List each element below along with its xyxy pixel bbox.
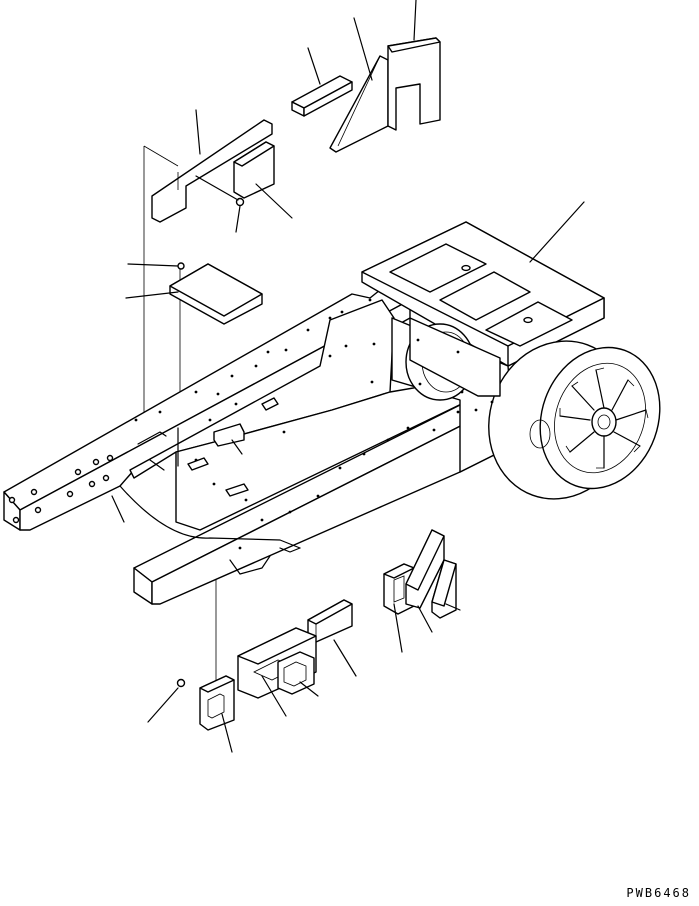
- drawing-code-label: PWB6468: [626, 886, 691, 900]
- leader-line-letter-1: [393, 603, 403, 653]
- leader-line-long-plate: [195, 109, 201, 155]
- leader-line-letter-2: [417, 605, 433, 633]
- leader-line-bolt-connect: [195, 175, 239, 201]
- bottom-block-weight: [277, 651, 315, 695]
- bolt-bottom: [176, 678, 186, 688]
- leader-line-square-plate: [255, 183, 293, 219]
- leader-line-block: [413, 0, 417, 41]
- bolt-pad: [177, 262, 185, 270]
- leader-line-bar: [307, 47, 321, 85]
- leader-line-wedge: [353, 17, 373, 81]
- pad-plate: [169, 263, 263, 325]
- leader-line-frame: [529, 201, 585, 263]
- leader-line-bolt-bottom: [147, 687, 179, 723]
- left-square-plate: [233, 141, 275, 199]
- leader-line-bottom-frame: [221, 713, 233, 753]
- main-frame: [3, 221, 661, 605]
- leader-line-under-bar: [111, 495, 125, 523]
- frame-brackets: [137, 397, 279, 497]
- construction-line-left-top: [143, 145, 179, 167]
- leader-line-bottom-plate: [261, 675, 287, 717]
- frame-bolt-holes: [8, 298, 494, 550]
- top-wedge-weight: [329, 55, 389, 153]
- top-bar-weight: [291, 75, 353, 117]
- leader-line-bolt-2: [127, 263, 179, 267]
- leader-line-bottom-bar: [333, 639, 357, 677]
- left-long-plate: [151, 119, 273, 223]
- leader-line-bottom-block: [299, 681, 319, 697]
- leader-line-pad: [125, 291, 179, 299]
- bottom-frame-weight: [199, 675, 235, 731]
- leader-line-bracket: [231, 439, 243, 455]
- right-letter-weight-3: [431, 559, 457, 619]
- top-block-weight: [387, 37, 441, 131]
- leader-line-bolt-1: [235, 205, 241, 233]
- leader-line-letter-3: [445, 603, 461, 611]
